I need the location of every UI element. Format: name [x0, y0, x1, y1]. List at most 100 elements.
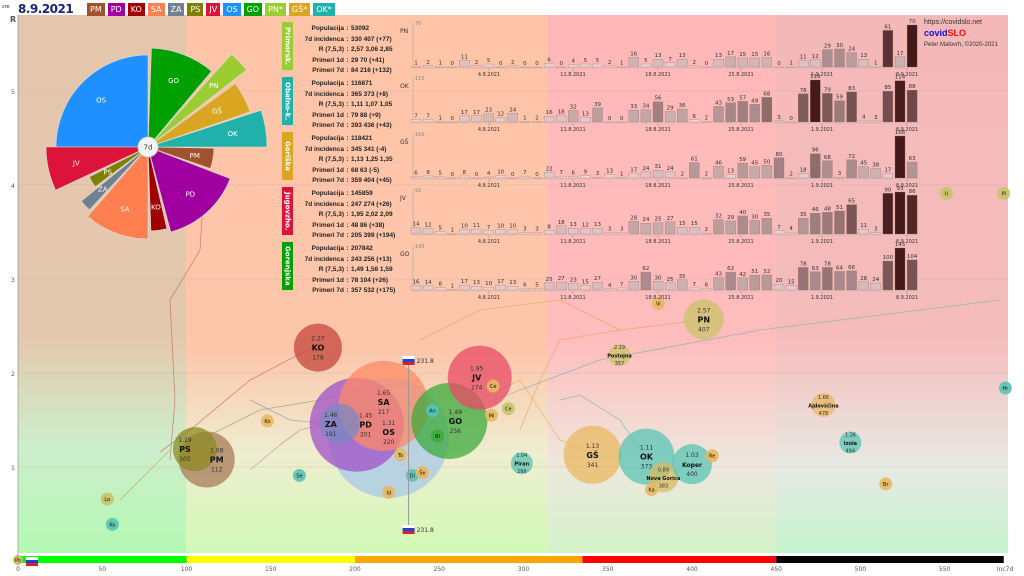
daily-bar-label: 79 [824, 87, 831, 93]
daily-bar-label: 33 [630, 104, 637, 110]
stat-value: 207842 [351, 245, 373, 252]
daily-bar-label: 145 [895, 242, 906, 248]
daily-bar [725, 56, 736, 68]
stat-label: R (7,5,3) [318, 46, 344, 54]
daily-bar [664, 221, 676, 235]
bubble-to [393, 448, 407, 462]
daily-bar [447, 289, 458, 291]
daily-bar [737, 57, 748, 68]
daily-bar [785, 121, 797, 123]
daily-bar [785, 285, 797, 291]
daily-bar [652, 101, 664, 123]
bubble-name: PM [210, 455, 224, 464]
daily-bar [798, 93, 809, 123]
stat-row-d1: Primeri 1d:78 104 (+26) [296, 276, 395, 287]
bubble-name: Ce [505, 407, 512, 413]
daily-bar [519, 121, 531, 123]
pie-slice-label: OK [228, 130, 239, 138]
daily-bar-label: 18 [800, 167, 807, 173]
stat-value: 84 216 (+132) [351, 67, 392, 75]
incidence-band [18, 556, 187, 563]
daily-bar [580, 63, 591, 68]
bubble-bl [431, 429, 445, 443]
daily-bar [810, 59, 821, 68]
daily-bar [737, 162, 748, 179]
daily-bar [785, 66, 797, 68]
pie-slice-za: ZA [80, 146, 149, 211]
daily-bar-label: 35 [800, 212, 807, 218]
stat-row-d7: Primeri 7d:357 532 (+175) [296, 286, 395, 297]
bubble-name: SA [378, 398, 391, 407]
daily-bar-label: 2 [608, 60, 612, 66]
daily-bar-label: 5 [438, 171, 442, 177]
stat-label: Primeri 1d [312, 111, 344, 119]
daily-bar-label: 6 [414, 170, 418, 176]
separator: : [346, 135, 349, 142]
daily-bar [858, 281, 869, 291]
bubble-lo [100, 492, 114, 506]
daily-bar-label: 30 [655, 275, 662, 281]
daily-bar [834, 177, 845, 179]
national-marker [402, 356, 415, 534]
daily-bar [810, 213, 821, 235]
y-tick-label: 3 [11, 277, 15, 284]
daily-bar-label: 7 [414, 113, 418, 119]
daily-bar-label: 25 [667, 277, 674, 283]
pie-slice-label: GO [168, 77, 179, 85]
daily-bar-label: 9 [584, 170, 588, 176]
daily-chart-max: 93 [415, 188, 421, 194]
separator: : [346, 80, 349, 87]
separator: : [346, 200, 349, 208]
stat-value: 359 404 (+45) [351, 177, 392, 185]
watermark: https://covidslo.net covidSLO Peter Malo… [924, 18, 1022, 50]
daily-bar [592, 177, 603, 179]
slovenia-flag-icon [402, 356, 415, 365]
daily-bar [834, 271, 845, 291]
pie-slice-label: GŠ [212, 107, 222, 116]
daily-bar-label: 46 [812, 207, 819, 213]
bubble-label-pi: Pi [1002, 191, 1006, 197]
daily-bar-label: 63 [909, 156, 916, 162]
x-tick-label: 0 [16, 566, 20, 573]
pie-slice-ps: PS [88, 146, 149, 188]
daily-bar-label: 5 [535, 283, 539, 289]
daily-bar-label: 4 [572, 59, 576, 65]
bubble-inc-value: 299 [517, 469, 527, 475]
daily-bar-label: 13 [860, 53, 867, 59]
daily-chart-code: OK [400, 83, 410, 90]
separator: : [346, 25, 349, 32]
bubble-an [426, 404, 440, 418]
separator: : [346, 35, 349, 43]
daily-bar [483, 230, 494, 235]
daily-bar-label: 6 [572, 170, 576, 176]
daily-bar [664, 111, 676, 123]
date-tick-label: 8.9.2021 [896, 239, 918, 245]
daily-bar-label: 4 [608, 283, 612, 289]
daily-bar [701, 288, 712, 291]
daily-bar [689, 162, 700, 179]
daily-bar-label: 85 [884, 85, 891, 91]
daily-bar-label: 80 [776, 152, 783, 158]
daily-bar [422, 285, 434, 291]
daily-chart-code: PN [400, 28, 408, 35]
daily-bar [483, 176, 494, 179]
pie-slice-os: OS [55, 54, 149, 148]
daily-bar [677, 59, 688, 68]
date-tick-label: 25.8.2021 [728, 239, 753, 245]
bubble-name: Ko [109, 522, 115, 528]
bubble-še [415, 466, 429, 480]
separator: : [346, 101, 349, 109]
legend-chip-za: ZA [167, 3, 185, 16]
bubble-r-value: 2.57 [697, 307, 711, 314]
daily-bar-label: 3 [608, 227, 612, 233]
daily-bar [580, 228, 591, 235]
separator: : [346, 46, 349, 54]
national-inc-label: 231.8 [417, 358, 434, 365]
stat-value: 393 436 (+43) [351, 122, 392, 130]
daily-bar-label: 34 [642, 104, 649, 110]
watermark-author: Peter Malovrh, ©2020-2021 [924, 42, 998, 48]
bubble-r-value: 1.03 [685, 452, 699, 459]
